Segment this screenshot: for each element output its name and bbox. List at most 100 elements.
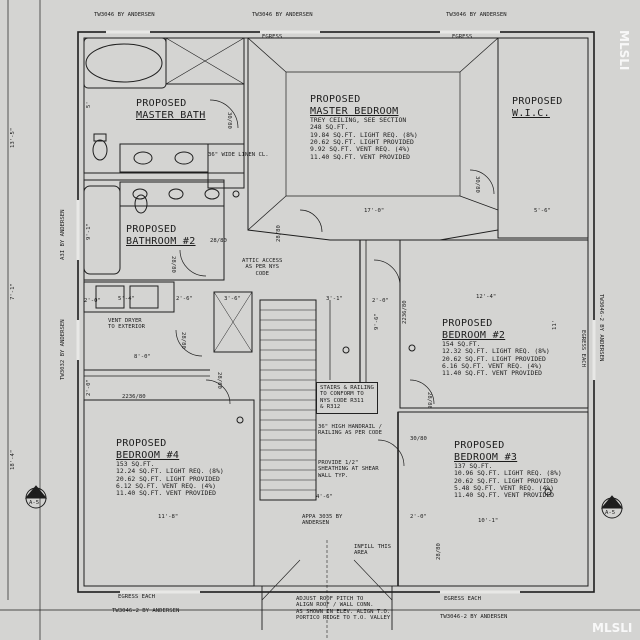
sink-right (174, 151, 194, 165)
stair-treads (260, 309, 316, 491)
door-tag: 28/80 (426, 392, 432, 409)
room-note: 11.40 SQ.FT. VENT PROVIDED (454, 491, 555, 500)
room-note: 5.48 SQ.FT. VENT REQ. (4%) (454, 484, 555, 493)
room-label-line: PROPOSED (116, 438, 167, 449)
egress-label: EGRESS (452, 34, 473, 40)
laundry-counter (83, 281, 175, 313)
note-vent-dryer: VENT DRYER TO EXTERIOR (108, 318, 145, 331)
dimension: 10'-1" (478, 518, 499, 524)
door-swings (175, 99, 495, 467)
room-note: 6.12 SQ.FT. VENT REQ. (4%) (116, 482, 217, 491)
dimension: 3'-1" (326, 296, 343, 302)
section-sheet: A-5 (605, 510, 616, 516)
note-line: RAILING AS PER CODE (318, 430, 382, 437)
door-tag: 28/80 (180, 332, 186, 349)
room-note: 6.16 SQ.FT. VENT REQ. (4%) (442, 362, 543, 371)
room-note: 137 SQ.FT. (454, 462, 493, 470)
window-tag: TW3046 BY ANDERSEN (446, 12, 507, 18)
watermark-right: MLSLI (617, 30, 631, 71)
dimension: 2'-6" (176, 296, 193, 302)
shower (165, 37, 245, 85)
room-label-bedroom3: PROPOSED BEDROOM #3 137 SQ.FT. 10.96 SQ.… (454, 440, 562, 500)
room-note: 10.96 SQ.FT. LIGHT REQ. (8%) (454, 469, 562, 478)
note-attic-access: ATTIC ACCESS AS PER NYS CODE (242, 258, 282, 277)
bedroom4-outline (83, 399, 255, 587)
note-roof-pitch: ADJUST ROOF PITCH TO ALIGN ROOF / WALL C… (296, 596, 390, 622)
note-line: APPA 3035 BY (302, 514, 343, 520)
dimension: 17'-0" (364, 208, 385, 214)
section-marker-right (600, 495, 624, 519)
room-label-line: W.I.C. (512, 107, 550, 119)
note-line: PORTICO RIDGE TO T.O. VALLEY (296, 615, 391, 622)
door-tag: 28/80 (170, 256, 176, 273)
section-marker-left (24, 485, 48, 509)
note-appa-window: APPA 3035 BY ANDERSEN (302, 514, 342, 527)
window-tag: TW3046 BY ANDERSEN (94, 12, 155, 18)
room-label-line: BATHROOM #2 (126, 235, 196, 247)
room-note: 12.32 SQ.FT. LIGHT REQ. (8%) (442, 347, 550, 356)
dimension: 2'-0" (410, 514, 427, 520)
smoke-detector (544, 488, 552, 496)
room-note: 154 SQ.FT. (442, 340, 481, 348)
note-line: ALIGN ROOF / WALL CONN. (296, 602, 374, 609)
tub-surround (83, 37, 167, 89)
room-label-bathroom2: PROPOSED BATHROOM #2 (126, 224, 196, 247)
note-line: TO EXTERIOR (108, 324, 146, 331)
room-label-bedroom2: PROPOSED BEDROOM #2 154 SQ.FT. 12.32 SQ.… (442, 318, 550, 378)
window-tag: TW3046-2 BY ANDERSEN (440, 614, 508, 620)
note-line: ADJUST ROOF PITCH TO (296, 596, 364, 602)
room-note: 9.92 SQ.FT. VENT REQ. (4%) (310, 145, 411, 154)
window-tag: TW3046 BY ANDERSEN (252, 12, 313, 18)
note-line: SHEATHING AT SHEAR (318, 466, 379, 473)
room-label-line: PROPOSED (126, 224, 177, 235)
bedroom2-outline (399, 239, 589, 409)
room-label-line: PROPOSED (454, 440, 505, 451)
dimension: 12'-4" (476, 294, 497, 300)
smoke-detector (236, 416, 244, 424)
note-line: STAIRS & RAILING (320, 385, 374, 391)
room-label-master-bath: PROPOSED MASTER BATH (136, 98, 206, 121)
exterior-wall-outer (77, 31, 595, 593)
note-infill: INFILL THIS AREA (354, 544, 391, 557)
master-tub (85, 43, 163, 83)
egress-label: EGRESS EACH (118, 594, 156, 600)
dimension: 9'-1" (86, 223, 92, 240)
window-tag: TW3046-2 BY ANDERSEN (598, 294, 604, 362)
note-line: CODE (255, 270, 269, 277)
sink-left (133, 151, 153, 165)
room-label-master-bedroom: PROPOSED MASTER BEDROOM TREY CEILING, SE… (310, 94, 418, 161)
note-line: & R312 (320, 404, 341, 411)
note-line: ANDERSEN (302, 520, 329, 527)
note-line: AS SHOWN IN ELEV. ALIGN T.O. (296, 608, 391, 615)
room-label-line: BEDROOM #3 (454, 451, 518, 463)
smoke-detector (232, 190, 240, 198)
smoke-detector (342, 346, 350, 354)
double-vanity (119, 143, 209, 173)
dimension: 9'-6" (374, 313, 380, 330)
door-tag: 28/80 (436, 543, 442, 560)
room-note: 11.40 SQ.FT. VENT PROVIDED (310, 152, 411, 161)
dimension: 11' (552, 319, 558, 330)
room-note: 20.62 SQ.FT. LIGHT PROVIDED (454, 476, 558, 485)
room-note: 153 SQ.FT. (116, 460, 155, 468)
dimension: 3'-6" (224, 296, 241, 302)
dimension: 8'-0" (134, 354, 151, 360)
dimension: 2'-0" (372, 298, 389, 304)
dimension: 5'-4" (118, 296, 135, 302)
room-label-line: PROPOSED (512, 96, 563, 107)
dimension: 5' (86, 101, 92, 108)
attic-access-hatch (213, 291, 253, 353)
room-note: 20.62 SQ.FT. LIGHT PROVIDED (310, 138, 414, 147)
door-tag: 30/80 (474, 176, 480, 193)
room-note: 248 SQ.FT. (310, 123, 349, 132)
note-line: TO CONFORM TO (320, 391, 364, 398)
note-line: NYS CODE R311 (320, 397, 364, 404)
room-label-line: PROPOSED (442, 318, 493, 329)
door-tag: 28/80 (216, 372, 222, 389)
note-line: 36" HIGH HANDRAIL / (318, 424, 382, 430)
note-line: WALL TYP. (318, 472, 349, 479)
section-letter: A (33, 490, 37, 496)
room-label-line: BEDROOM #2 (442, 329, 506, 341)
